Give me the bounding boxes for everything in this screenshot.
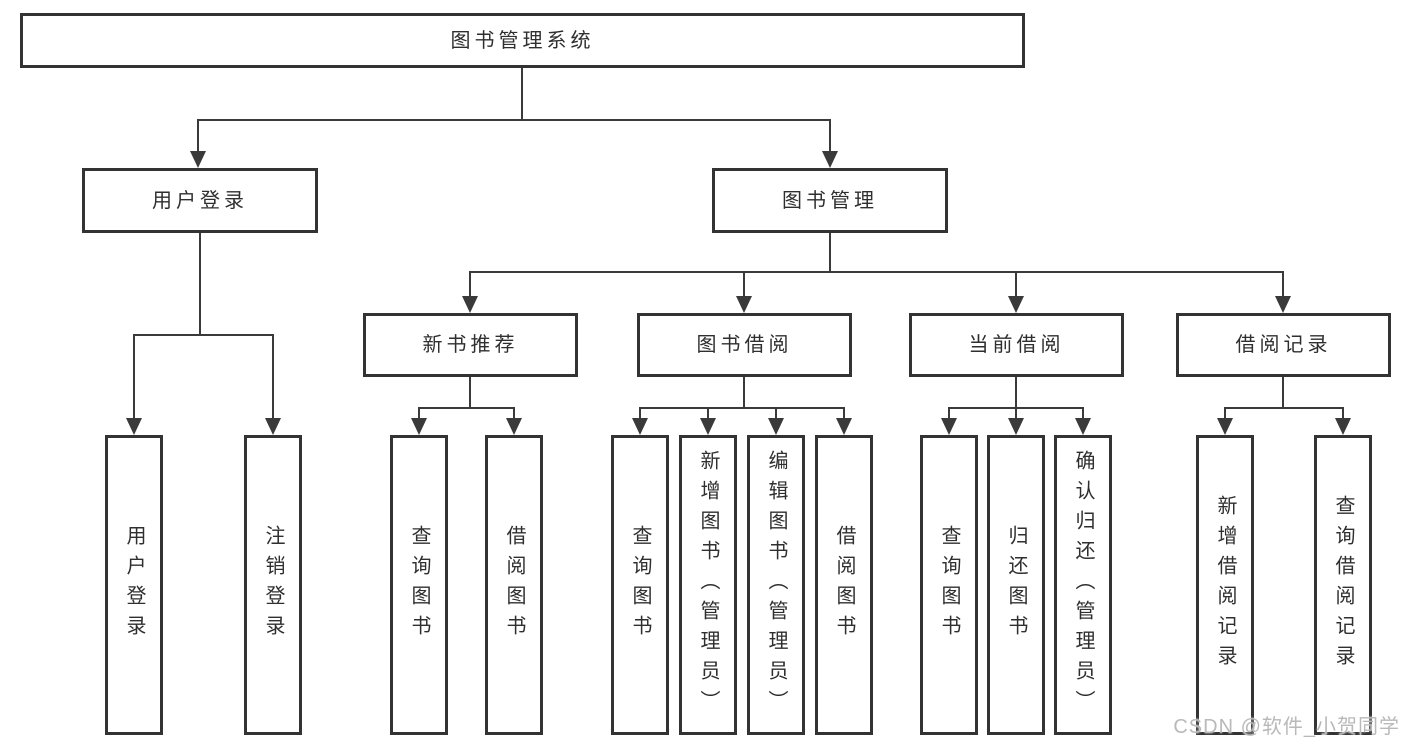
node-label: 图书管理 — [782, 189, 878, 212]
connector-new-book-recommend-to-leaves — [411, 377, 522, 435]
arrowhead — [1008, 296, 1024, 313]
connector-book-management-to-level3 — [462, 233, 1291, 313]
leaf-logout-login: 注销登录 — [244, 435, 302, 735]
node-user-login: 用户登录 — [82, 168, 318, 233]
arrowhead — [941, 418, 957, 435]
leaf-label: 新增借阅记录 — [1214, 495, 1236, 675]
arrowhead — [736, 296, 752, 313]
connector-root-to-level2 — [190, 68, 838, 168]
arrowhead — [700, 418, 716, 435]
leaf-label: 用户登录 — [123, 525, 145, 645]
leaf-label: 查询图书 — [938, 525, 960, 645]
connector-current-borrowing-to-leaves — [941, 377, 1091, 435]
arrowhead — [1075, 418, 1091, 435]
arrowhead — [768, 418, 784, 435]
leaf-label: 注销登录 — [262, 525, 284, 645]
arrowhead — [411, 418, 427, 435]
leaf-label: 归还图书 — [1005, 525, 1027, 645]
leaf-add-borrow-record: 新增借阅记录 — [1196, 435, 1254, 735]
leaf-confirm-return-admin: 确认归还（管理员） — [1054, 435, 1112, 735]
leaf-add-book-admin: 新增图书（管理员） — [679, 435, 737, 735]
node-label: 图书管理系统 — [450, 29, 595, 52]
arrowhead — [632, 418, 648, 435]
node-label: 借阅记录 — [1235, 334, 1332, 356]
arrowhead — [462, 296, 478, 313]
leaf-query-books-current: 查询图书 — [920, 435, 978, 735]
node-book-management: 图书管理 — [712, 168, 948, 233]
leaf-user-login: 用户登录 — [105, 435, 163, 735]
leaf-edit-book-admin: 编辑图书（管理员） — [747, 435, 805, 735]
leaf-query-books-borrowing: 查询图书 — [611, 435, 669, 735]
leaf-query-borrow-record: 查询借阅记录 — [1314, 435, 1372, 735]
connector-borrowing-records-to-leaves — [1217, 377, 1351, 435]
node-borrowing-records: 借阅记录 — [1176, 313, 1391, 377]
arrowhead — [836, 418, 852, 435]
connector-user-login-to-leaves — [126, 233, 281, 435]
arrowhead — [1217, 418, 1233, 435]
leaf-label: 确认归还（管理员） — [1072, 450, 1094, 720]
arrowhead — [822, 151, 838, 168]
leaf-borrow-books-recommend: 借阅图书 — [485, 435, 543, 735]
leaf-label: 查询图书 — [408, 525, 430, 645]
leaf-return-book: 归还图书 — [987, 435, 1045, 735]
arrowhead — [126, 418, 142, 435]
connector-book-borrowing-to-leaves — [632, 377, 852, 435]
leaf-borrow-books-borrowing: 借阅图书 — [815, 435, 873, 735]
arrowhead — [506, 418, 522, 435]
node-new-book-recommend: 新书推荐 — [363, 313, 578, 377]
node-root: 图书管理系统 — [20, 13, 1025, 68]
node-book-borrowing: 图书借阅 — [637, 313, 852, 377]
arrowhead — [1335, 418, 1351, 435]
leaf-label: 编辑图书（管理员） — [765, 450, 787, 720]
leaf-query-books-recommend: 查询图书 — [390, 435, 448, 735]
leaf-label: 查询图书 — [629, 525, 651, 645]
leaf-label: 借阅图书 — [833, 525, 855, 645]
node-label: 用户登录 — [152, 189, 248, 212]
leaf-label: 借阅图书 — [503, 525, 525, 645]
arrowhead — [190, 151, 206, 168]
leaf-label: 新增图书（管理员） — [697, 450, 719, 720]
watermark: CSDN @软件_小贺同学 — [1173, 716, 1400, 738]
node-label: 当前借阅 — [968, 334, 1065, 356]
arrowhead — [1008, 418, 1024, 435]
arrowhead — [1275, 296, 1291, 313]
node-label: 新书推荐 — [422, 334, 519, 356]
leaf-label: 查询借阅记录 — [1332, 495, 1354, 675]
arrowhead — [265, 418, 281, 435]
node-current-borrowing: 当前借阅 — [909, 313, 1124, 377]
node-label: 图书借阅 — [696, 334, 793, 356]
